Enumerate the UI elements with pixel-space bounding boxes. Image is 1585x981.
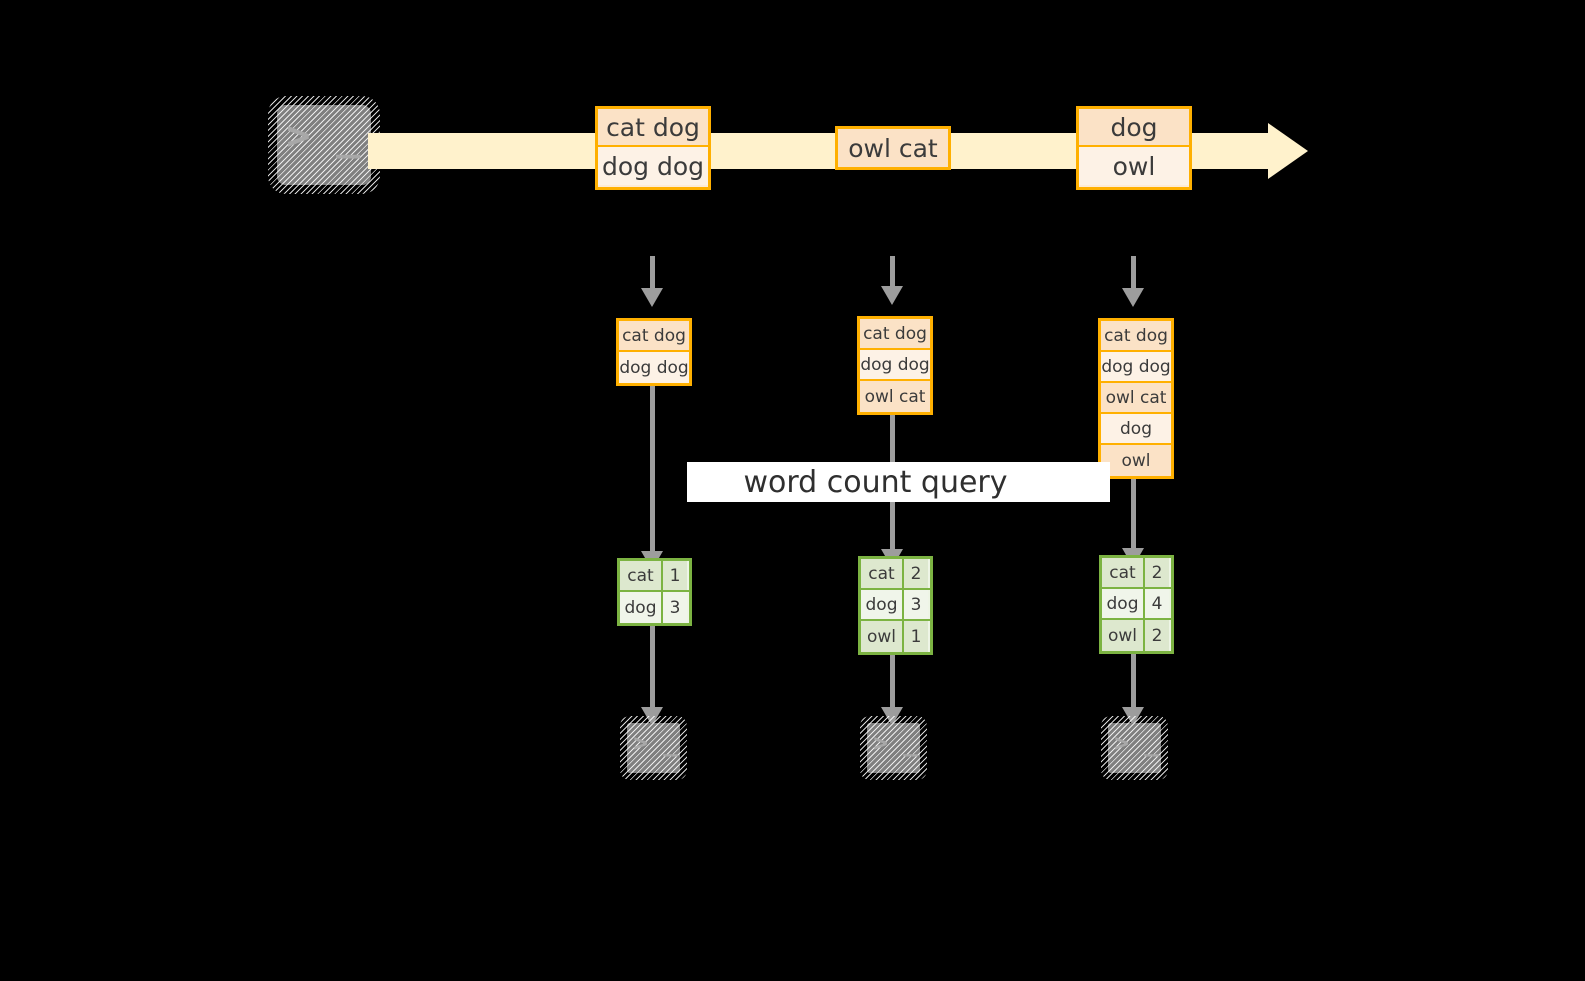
result-row: dog 4	[1102, 589, 1171, 620]
result-count: 3	[904, 590, 928, 619]
accumulated-events-1: cat dog dog dog	[616, 318, 692, 386]
result-word: dog	[1102, 589, 1145, 618]
result-row: dog 3	[620, 592, 689, 623]
accumulated-line: owl cat	[1101, 383, 1171, 414]
result-word: dog	[620, 592, 663, 623]
result-word: owl	[861, 621, 904, 652]
result-word: cat	[861, 559, 904, 588]
query-label: word count query	[743, 464, 1008, 500]
accumulated-line: dog dog	[1101, 352, 1171, 383]
result-count: 2	[904, 559, 928, 588]
result-table-1: cat 1 dog 3	[617, 558, 692, 626]
result-count: 1	[663, 561, 687, 590]
stream-event-line: dog	[1079, 109, 1189, 147]
accumulated-line: cat dog	[619, 321, 689, 352]
result-row: owl 1	[861, 621, 930, 652]
snapshot-tap-line-3	[1131, 256, 1136, 292]
query-arrow-line-3	[1131, 479, 1136, 553]
result-table-2: cat 2 dog 3 owl 1	[858, 556, 933, 655]
result-word: owl	[1102, 620, 1145, 651]
terminal-prompt-glyph: > _	[1114, 729, 1160, 757]
accumulated-line: owl cat	[860, 381, 930, 412]
snapshot-tap-line-2	[890, 256, 895, 290]
sink-arrow-line-2	[890, 655, 895, 714]
result-count: 2	[1145, 620, 1169, 651]
stream-event-3: dog owl	[1076, 106, 1192, 190]
snapshot-tap-arrowhead-3	[1122, 288, 1144, 307]
sink-arrow-line-1	[650, 626, 655, 714]
result-word: cat	[1102, 558, 1145, 587]
result-word: cat	[620, 561, 663, 590]
sink-arrow-head-1	[641, 707, 663, 726]
snapshot-tap-line-1	[650, 256, 655, 292]
result-count: 2	[1145, 558, 1169, 587]
accumulated-line: cat dog	[1101, 321, 1171, 352]
sink-arrow-head-2	[881, 707, 903, 726]
snapshot-tap-arrowhead-2	[881, 286, 903, 305]
accumulated-events-3: cat dog dog dog owl cat dog owl	[1098, 318, 1174, 479]
query-arrow-line-1	[650, 386, 655, 556]
accumulated-line: dog	[1101, 414, 1171, 445]
result-word: dog	[861, 590, 904, 619]
terminal-prompt-glyph: > _	[633, 729, 679, 757]
result-table-3: cat 2 dog 4 owl 2	[1099, 555, 1174, 654]
result-count: 3	[663, 592, 687, 623]
result-row: cat 2	[861, 559, 930, 590]
sink-terminal-icon-2: > _	[860, 716, 927, 780]
sink-terminal-icon-3: > _	[1101, 716, 1168, 780]
event-stream-arrowhead	[1268, 123, 1308, 179]
stream-event-line: owl	[1079, 147, 1189, 185]
sink-arrow-head-3	[1122, 707, 1144, 726]
sink-terminal-icon-1: > _	[620, 716, 687, 780]
accumulated-line: dog dog	[860, 350, 930, 381]
result-row: owl 2	[1102, 620, 1171, 651]
accumulated-line: dog dog	[619, 352, 689, 383]
accumulated-line: owl	[1101, 445, 1171, 476]
query-label-band: word count query	[687, 462, 1110, 502]
result-row: cat 2	[1102, 558, 1171, 589]
stream-event-line: dog dog	[598, 147, 708, 185]
stream-event-2: owl cat	[835, 126, 951, 170]
terminal-prompt-glyph: > _	[873, 729, 919, 757]
result-count: 4	[1145, 589, 1169, 618]
stream-event-line: owl cat	[838, 129, 948, 167]
stream-event-1: cat dog dog dog	[595, 106, 711, 190]
sink-arrow-line-3	[1131, 654, 1136, 714]
result-count: 1	[904, 621, 928, 652]
result-row: cat 1	[620, 561, 689, 592]
accumulated-line: cat dog	[860, 319, 930, 350]
terminal-prompt-glyph: > _	[286, 113, 362, 160]
source-terminal-icon: > _	[268, 96, 380, 194]
result-row: dog 3	[861, 590, 930, 621]
stream-event-line: cat dog	[598, 109, 708, 147]
snapshot-tap-arrowhead-1	[641, 288, 663, 307]
accumulated-events-2: cat dog dog dog owl cat	[857, 316, 933, 415]
